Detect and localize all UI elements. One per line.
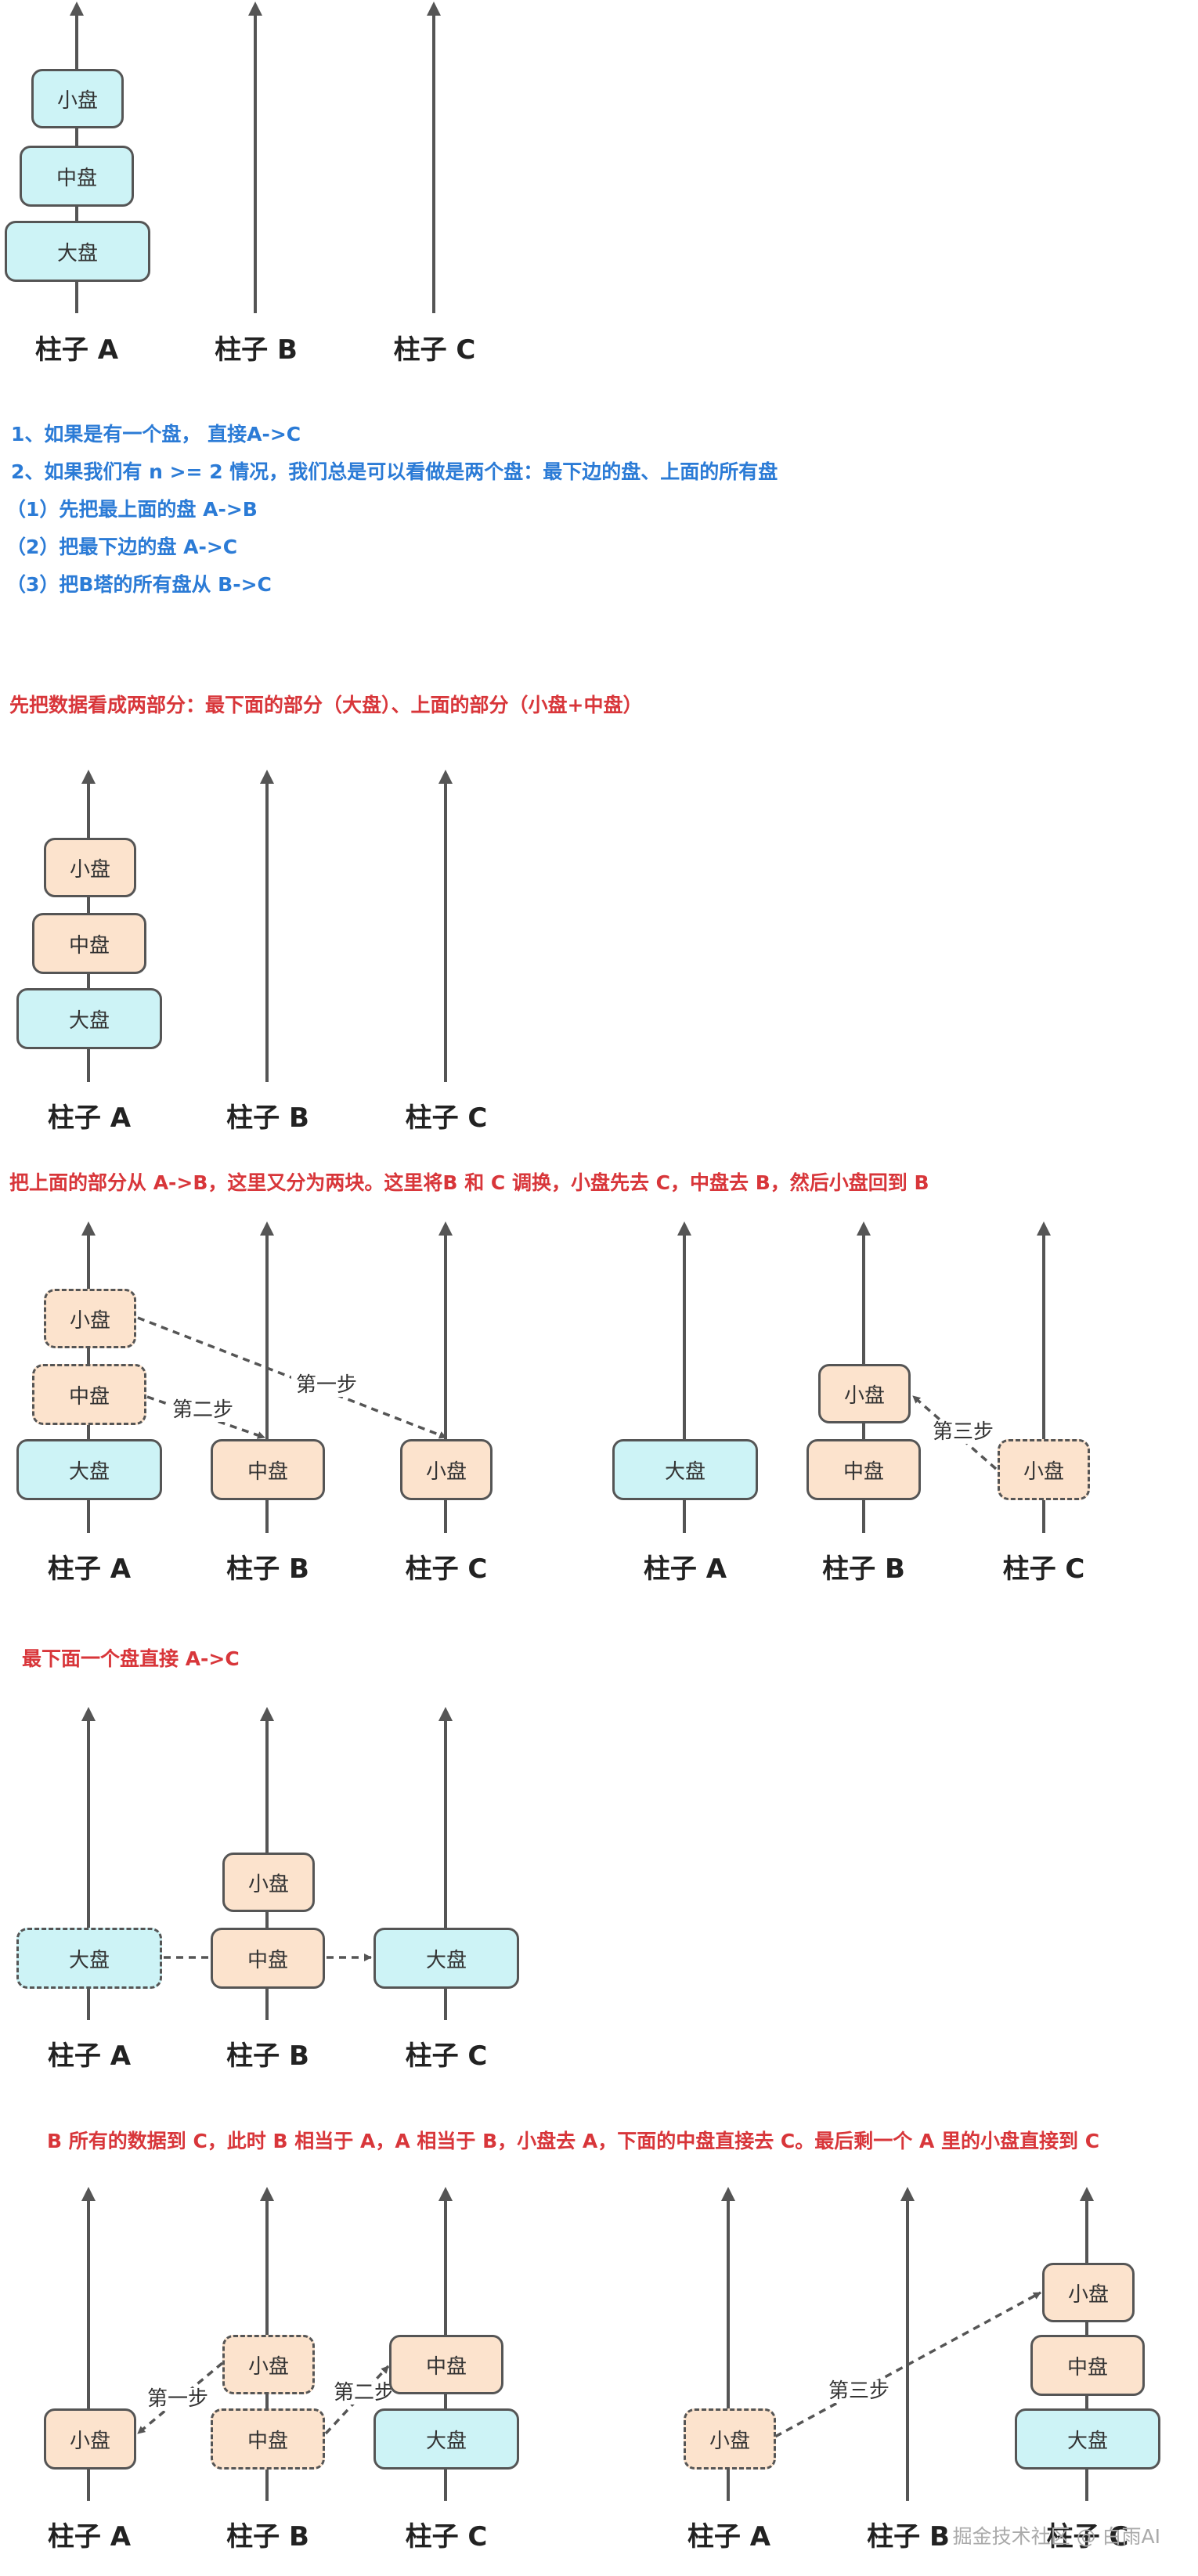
move-arrow xyxy=(774,2291,1041,2438)
disk-large: 大盘 xyxy=(373,1928,519,1989)
pillar-arrowhead xyxy=(857,1221,871,1236)
pillar-c-label: 柱子 C xyxy=(1046,2521,1129,2553)
pillar-c-label: 柱子 C xyxy=(393,334,476,366)
pillar-arrowhead xyxy=(70,2,84,16)
step-label-2: 第二步 xyxy=(168,1399,239,1422)
disk-small: 小盘 xyxy=(44,2408,136,2470)
disk-medium: 中盘 xyxy=(806,1439,921,1500)
pillar-b-label: 柱子 B xyxy=(226,2521,309,2553)
disk-medium: 中盘 xyxy=(211,1928,325,1989)
note-step-2: （2）把最下边的盘 A->C xyxy=(6,536,238,558)
disk-medium-ghost: 中盘 xyxy=(32,1364,146,1425)
pillar-c-label: 柱子 C xyxy=(1002,1553,1085,1585)
note-two-disks: 2、如果我们有 n >= 2 情况，我们总是可以看做是两个盘：最下边的盘、上面的… xyxy=(11,460,778,483)
pillar-c-label: 柱子 C xyxy=(405,2521,488,2553)
pillar-arrowhead xyxy=(427,2,441,16)
pillar-arrowhead xyxy=(438,770,453,784)
watermark: 掘金技术社区 @ 白雨AI xyxy=(952,2525,1160,2548)
pillar-b-label: 柱子 B xyxy=(226,1553,309,1585)
disk-small: 小盘 xyxy=(44,838,136,897)
disk-small-ghost: 小盘 xyxy=(44,1289,136,1348)
disk-medium: 中盘 xyxy=(1030,2335,1145,2396)
pillar-a-label: 柱子 A xyxy=(47,2040,132,2072)
disk-large: 大盘 xyxy=(16,1439,162,1500)
disk-large-ghost: 大盘 xyxy=(16,1928,162,1989)
pillar-arrowhead xyxy=(677,1221,691,1236)
pillar-arrowhead xyxy=(1080,2187,1094,2201)
disk-small-ghost: 小盘 xyxy=(998,1439,1090,1500)
note-move-b-to-c: B 所有的数据到 C，此时 B 相当于 A，A 相当于 B，小盘去 A，下面的中… xyxy=(47,2130,1100,2152)
note-step-3: （3）把B塔的所有盘从 B->C xyxy=(6,573,272,596)
move-arrow xyxy=(146,1395,265,1439)
disk-small: 小盘 xyxy=(1042,2263,1135,2322)
pillar-a-label: 柱子 A xyxy=(47,1102,132,1134)
note-move-bottom: 最下面一个盘直接 A->C xyxy=(22,1647,240,1670)
disk-medium: 中盘 xyxy=(20,146,134,207)
pillar-arrowhead xyxy=(81,2187,96,2201)
pillar-b-label: 柱子 B xyxy=(215,334,298,366)
disk-medium-ghost: 中盘 xyxy=(211,2408,325,2470)
step-label-1b: 第一步 xyxy=(143,2388,214,2411)
move-arrow xyxy=(324,2365,390,2435)
pillar-c-label: 柱子 C xyxy=(405,2040,488,2072)
pillar-arrowhead xyxy=(438,1221,453,1236)
pillar-a-label: 柱子 A xyxy=(643,1553,727,1585)
disk-large: 大盘 xyxy=(612,1439,758,1500)
disk-small: 小盘 xyxy=(400,1439,493,1500)
pillar-arrowhead xyxy=(438,1707,453,1721)
pillar-b-label: 柱子 B xyxy=(226,2040,309,2072)
disk-large: 大盘 xyxy=(5,221,150,282)
pillar-arrowhead xyxy=(260,770,274,784)
disk-small-ghost: 小盘 xyxy=(222,2335,315,2394)
disk-large: 大盘 xyxy=(16,988,162,1049)
pillar-a-label: 柱子 A xyxy=(47,2521,132,2553)
disk-small: 小盘 xyxy=(31,69,124,128)
pillar-arrowhead xyxy=(248,2,262,16)
step-label-3b: 第三步 xyxy=(824,2380,895,2403)
disk-medium: 中盘 xyxy=(32,913,146,974)
note-two-parts: 先把数据看成两部分：最下面的部分（大盘）、上面的部分（小盘+中盘） xyxy=(9,694,643,716)
pillar-arrowhead xyxy=(81,1221,96,1236)
pillar-c-label: 柱子 C xyxy=(405,1102,488,1134)
disk-medium: 中盘 xyxy=(389,2335,503,2394)
note-move-top-part: 把上面的部分从 A->B，这里又分为两块。这里将B 和 C 调换，小盘先去 C，… xyxy=(9,1171,929,1194)
pillar-a-label: 柱子 A xyxy=(47,1553,132,1585)
step-label-2b: 第二步 xyxy=(329,2382,400,2405)
note-step-1: （1）先把最上面的盘 A->B xyxy=(6,498,258,521)
pillar-arrowhead xyxy=(721,2187,735,2201)
disk-medium: 中盘 xyxy=(211,1439,325,1500)
pillar-arrowhead xyxy=(438,2187,453,2201)
pillar-arrowhead xyxy=(900,2187,915,2201)
pillar-b-label: 柱子 B xyxy=(226,1102,309,1134)
pillar-a-label: 柱子 A xyxy=(687,2521,771,2553)
pillar-a-label: 柱子 A xyxy=(34,334,119,366)
pillar-arrowhead xyxy=(260,2187,274,2201)
pillar-c-label: 柱子 C xyxy=(405,1553,488,1585)
disk-large: 大盘 xyxy=(373,2408,519,2470)
note-one-disk: 1、如果是有一个盘， 直接A->C xyxy=(11,423,301,446)
pillar-arrowhead xyxy=(260,1221,274,1236)
pillar-arrowhead xyxy=(260,1707,274,1721)
pillar-arrowhead xyxy=(81,770,96,784)
pillar-arrowhead xyxy=(1037,1221,1051,1236)
pillar-b-label: 柱子 B xyxy=(822,1553,905,1585)
disk-large: 大盘 xyxy=(1015,2408,1160,2470)
disk-small-ghost: 小盘 xyxy=(684,2408,776,2470)
pillar-b-label: 柱子 B xyxy=(867,2521,950,2553)
step-label-1: 第一步 xyxy=(291,1374,363,1397)
step-label-3: 第三步 xyxy=(928,1421,999,1444)
disk-small: 小盘 xyxy=(818,1364,911,1423)
disk-small: 小盘 xyxy=(222,1853,315,1912)
pillar-arrowhead xyxy=(81,1707,96,1721)
